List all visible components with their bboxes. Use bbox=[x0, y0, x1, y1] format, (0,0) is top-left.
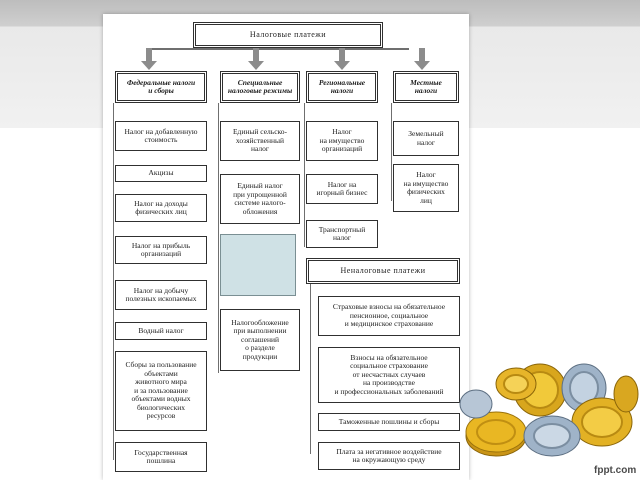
nontax-item: Плата за негативное воздействие на окруж… bbox=[318, 442, 460, 470]
arrow-regional-shaft bbox=[339, 48, 345, 62]
arrow-local-icon bbox=[414, 61, 430, 70]
federal-item: Налог на доходы физических лиц bbox=[115, 194, 207, 222]
brand-watermark: fppt.com bbox=[594, 465, 637, 476]
coin-icon bbox=[495, 367, 537, 401]
diagram-title: Налоговые платежи bbox=[193, 22, 383, 48]
column-header-special: Специальные налоговые режимы bbox=[220, 71, 300, 103]
coin-icon bbox=[613, 375, 639, 413]
federal-item: Акцизы bbox=[115, 165, 207, 182]
coin-icon bbox=[459, 389, 493, 419]
column-header-local: Местные налоги bbox=[393, 71, 459, 103]
diagram-page: Налоговые платежи Федеральные налоги и с… bbox=[103, 14, 469, 480]
federal-spine bbox=[113, 103, 114, 460]
arrow-regional-icon bbox=[334, 61, 350, 70]
special-item: Единый налог при упрощенной системе нало… bbox=[220, 174, 300, 224]
federal-item: Водный налог bbox=[115, 322, 207, 340]
nontax-spine bbox=[310, 274, 311, 454]
local-spine bbox=[391, 103, 392, 201]
nontax-item: Страховые взносы на обязательное пенсион… bbox=[318, 296, 460, 336]
arrow-special-icon bbox=[248, 61, 264, 70]
arrow-federal-shaft bbox=[146, 48, 152, 62]
special-item: Налогообложение при выполнении соглашени… bbox=[220, 309, 300, 371]
local-item: Земельный налог bbox=[393, 121, 459, 156]
coins-illustration bbox=[459, 363, 639, 457]
federal-item: Налог на прибыль организаций bbox=[115, 236, 207, 264]
coin-icon bbox=[465, 411, 527, 457]
nontax-item: Таможенные пошлины и сборы bbox=[318, 413, 460, 431]
arrow-federal-icon bbox=[141, 61, 157, 70]
special-item-blank bbox=[220, 234, 296, 296]
coin-icon bbox=[571, 397, 633, 447]
regional-item: Налог на имущество организаций bbox=[306, 121, 378, 161]
nontax-header: Неналоговые платежи bbox=[306, 258, 460, 284]
special-item: Единый сельско- хозяйственный налог bbox=[220, 121, 300, 161]
regional-item: Налог на игорный бизнес bbox=[306, 174, 378, 204]
column-header-regional: Региональные налоги bbox=[306, 71, 378, 103]
special-spine bbox=[218, 103, 219, 373]
regional-item: Транспортный налог bbox=[306, 220, 378, 248]
federal-item: Сборы за пользование объектами животного… bbox=[115, 351, 207, 431]
arrow-special-shaft bbox=[253, 48, 259, 62]
local-item: Налог на имущество физических лиц bbox=[393, 164, 459, 212]
federal-item: Государственная пошлина bbox=[115, 442, 207, 472]
nontax-item: Взносы на обязательное социальное страхо… bbox=[318, 347, 460, 403]
federal-item: Налог на добычу полезных ископаемых bbox=[115, 280, 207, 310]
column-header-federal: Федеральные налоги и сборы bbox=[115, 71, 207, 103]
regional-spine bbox=[304, 103, 305, 247]
arrow-local-shaft bbox=[419, 48, 425, 62]
arrow-bar bbox=[149, 48, 409, 50]
federal-item: Налог на добавленную стоимость bbox=[115, 121, 207, 151]
coin-icon bbox=[523, 415, 581, 457]
